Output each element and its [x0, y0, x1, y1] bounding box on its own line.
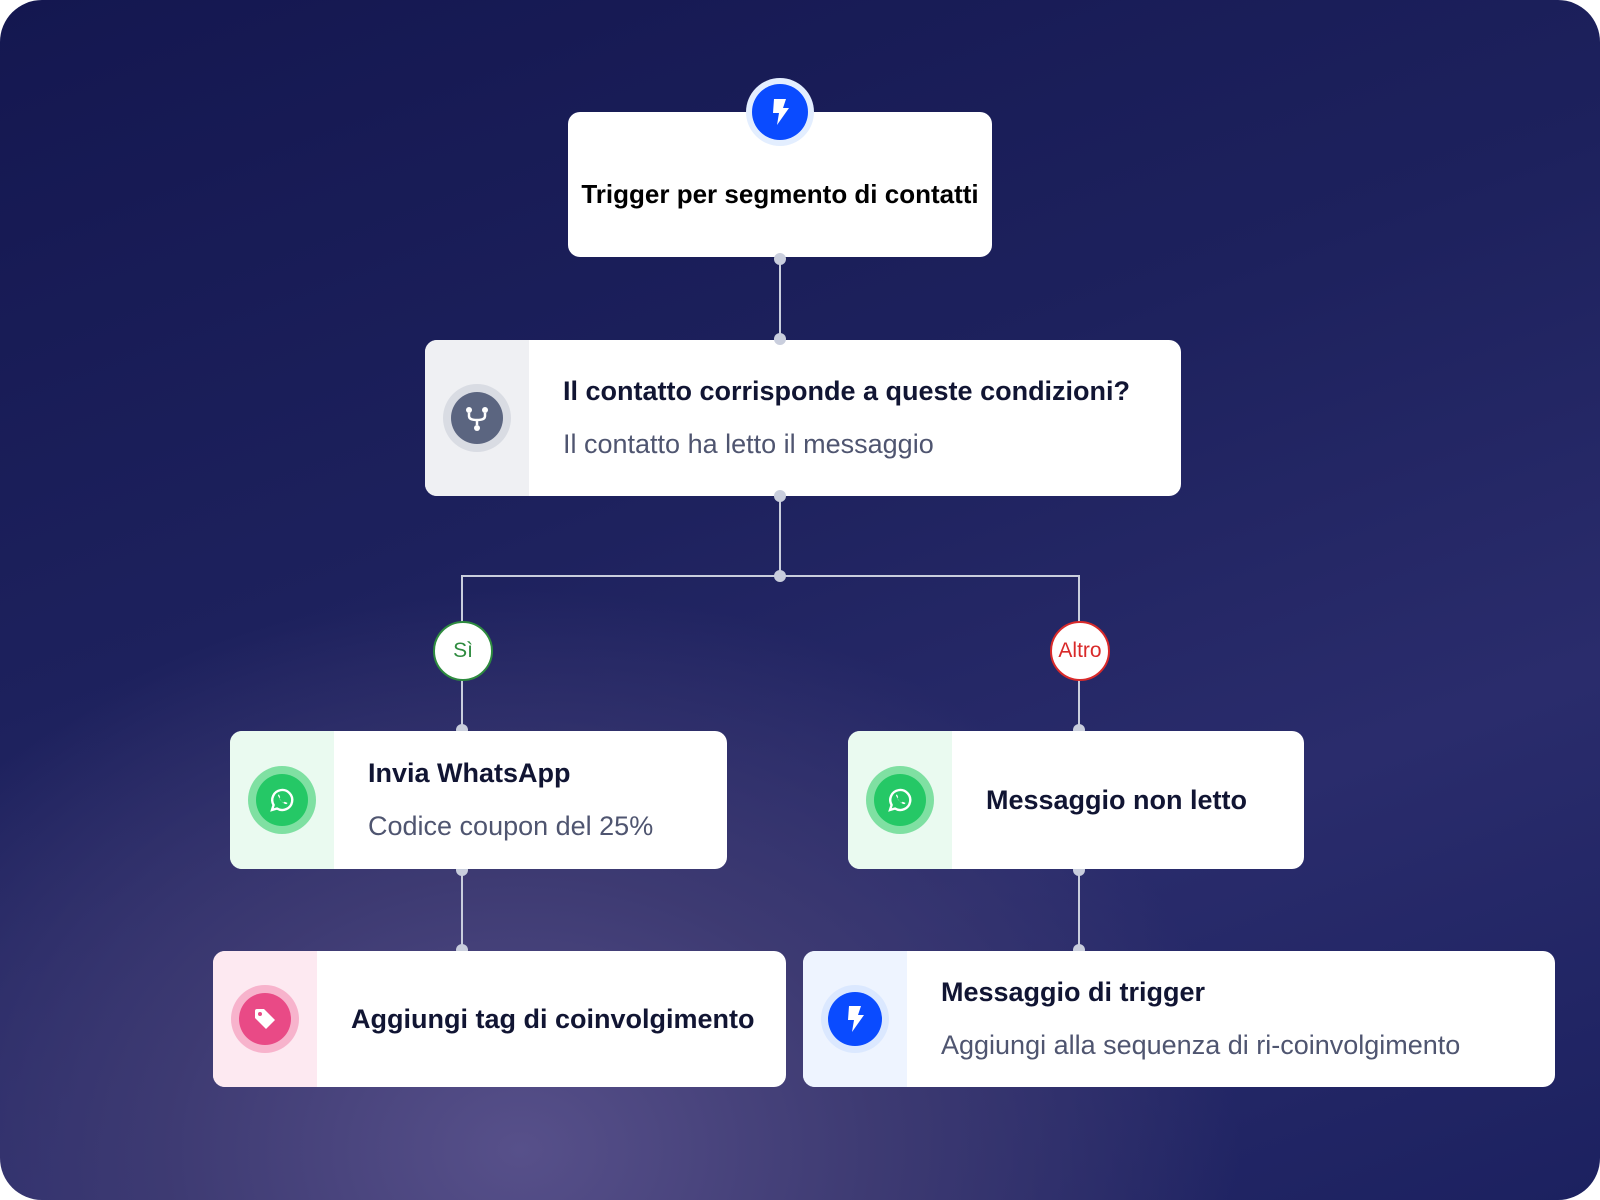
- lightning-icon: [821, 985, 889, 1053]
- message-unread-node[interactable]: Messaggio non letto: [848, 731, 1304, 869]
- branch-yes-label: Sì: [453, 639, 473, 662]
- whatsapp-icon-strip: [848, 731, 952, 869]
- add-tag-title: Aggiungi tag di coinvolgimento: [351, 1003, 755, 1034]
- branch-icon: [443, 384, 511, 452]
- add-tag-node[interactable]: Aggiungi tag di coinvolgimento: [213, 951, 786, 1087]
- trigger-message-title: Messaggio di trigger: [941, 977, 1206, 1007]
- branch-other-badge[interactable]: Altro: [1050, 621, 1110, 681]
- connector-dot: [774, 333, 786, 345]
- connector: [462, 575, 1080, 577]
- connector: [461, 869, 463, 951]
- tag-icon: [231, 985, 299, 1053]
- send-whatsapp-subtitle: Codice coupon del 25%: [368, 811, 654, 841]
- whatsapp-icon: [866, 766, 934, 834]
- connector-dot: [774, 253, 786, 265]
- connector: [779, 258, 781, 340]
- condition-node-title: Il contatto corrisponde a queste condizi…: [563, 376, 1131, 406]
- whatsapp-icon-strip: [230, 731, 334, 869]
- send-whatsapp-title: Invia WhatsApp: [368, 758, 571, 788]
- lightning-icon: [746, 78, 814, 146]
- lightning-icon-strip: [803, 951, 907, 1087]
- branch-yes-badge[interactable]: Sì: [433, 621, 493, 681]
- trigger-message-node[interactable]: Messaggio di trigger Aggiungi alla seque…: [803, 951, 1555, 1087]
- branch-other-label: Altro: [1058, 639, 1102, 662]
- condition-node-subtitle: Il contatto ha letto il messaggio: [563, 429, 934, 459]
- connector: [779, 496, 781, 576]
- whatsapp-icon: [248, 766, 316, 834]
- condition-node[interactable]: Il contatto corrisponde a queste condizi…: [425, 340, 1181, 496]
- send-whatsapp-node[interactable]: Invia WhatsApp Codice coupon del 25%: [230, 731, 727, 869]
- tag-icon-strip: [213, 951, 317, 1087]
- trigger-node-title: Trigger per segmento di contatti: [581, 179, 979, 209]
- connector-dot: [774, 490, 786, 502]
- connector: [1078, 869, 1080, 951]
- connector-dot: [774, 570, 786, 582]
- message-unread-title: Messaggio non letto: [986, 784, 1248, 815]
- condition-icon-strip: [425, 340, 529, 496]
- trigger-message-subtitle: Aggiungi alla sequenza di ri-coinvolgime…: [941, 1030, 1461, 1060]
